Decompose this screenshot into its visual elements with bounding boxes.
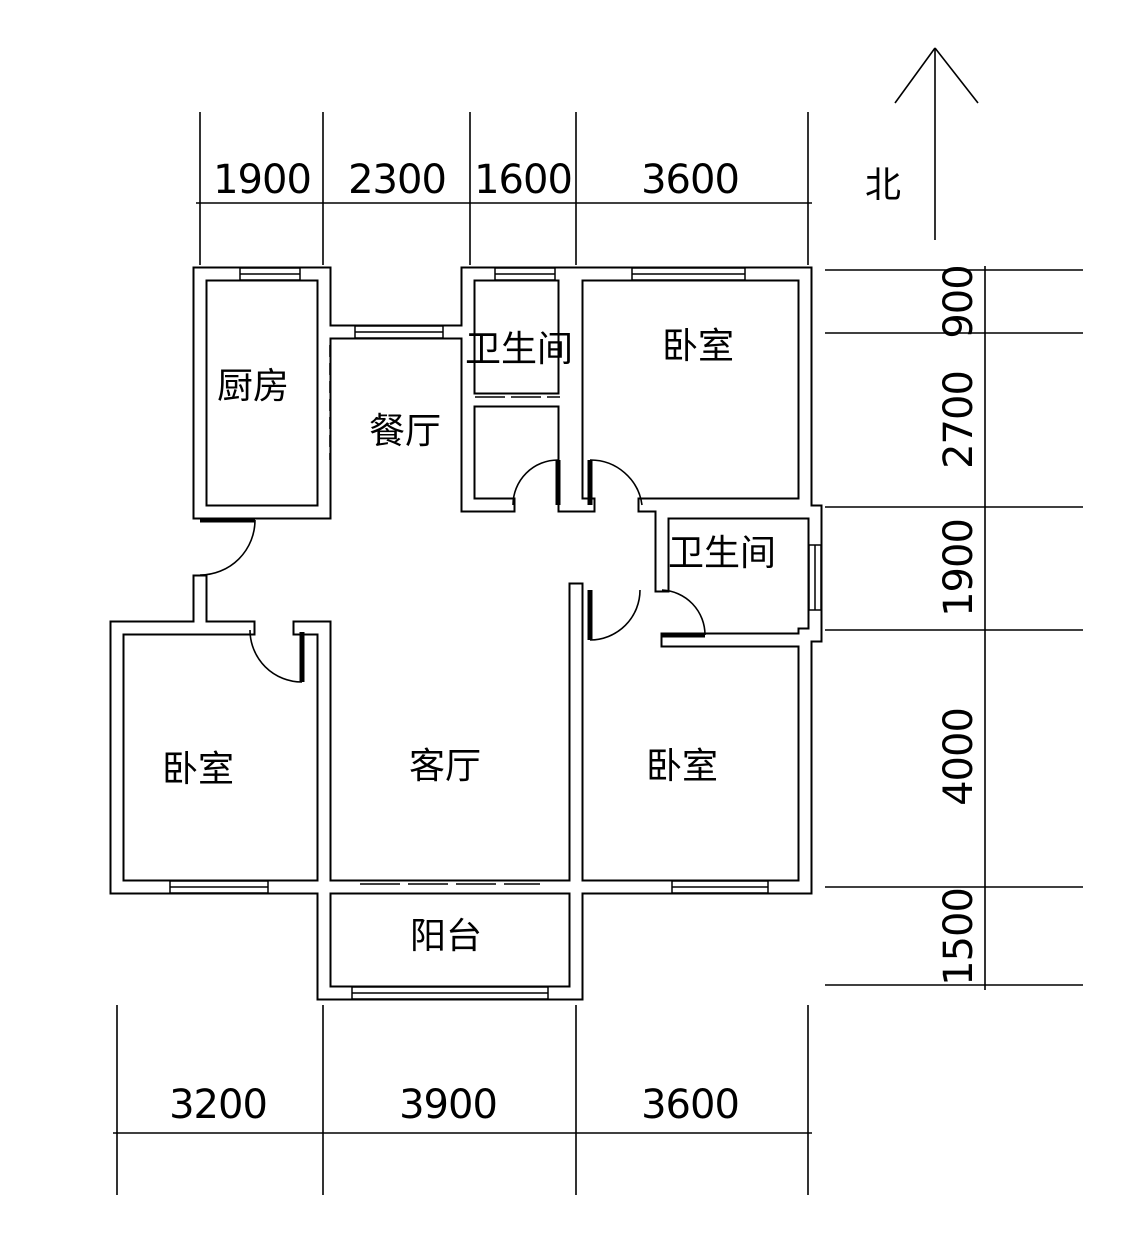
room-bathroom-north: 卫生间 <box>465 329 573 370</box>
north-label: 北 <box>865 165 901 206</box>
windows <box>169 267 822 1000</box>
room-bedroom-southeast: 卧室 <box>646 746 718 787</box>
bottom-dim-2: 3900 <box>399 1082 497 1128</box>
north-arrow-icon <box>894 47 979 240</box>
right-dim-5: 1500 <box>936 888 982 986</box>
walls <box>109 266 823 1001</box>
room-living: 客厅 <box>409 746 481 787</box>
room-balcony: 阳台 <box>410 916 482 957</box>
top-dim-3: 1600 <box>474 157 572 203</box>
right-dim-4: 4000 <box>936 708 982 806</box>
room-bedroom-west: 卧室 <box>162 749 234 790</box>
right-dim-3: 1900 <box>936 519 982 617</box>
top-dimension-lines <box>196 112 812 265</box>
room-dining: 餐厅 <box>369 411 441 452</box>
top-dim-1: 1900 <box>213 157 311 203</box>
right-dimension-lines <box>825 266 1083 990</box>
bottom-dimension-lines <box>113 1005 812 1195</box>
room-kitchen: 厨房 <box>217 366 289 407</box>
doors <box>199 345 706 885</box>
bottom-dim-1: 3200 <box>169 1082 267 1128</box>
right-dim-2: 2700 <box>936 371 982 469</box>
room-bedroom-northeast: 卧室 <box>662 326 734 367</box>
bottom-dim-3: 3600 <box>641 1082 739 1128</box>
room-bathroom-east: 卫生间 <box>668 533 776 574</box>
top-dim-4: 3600 <box>641 157 739 203</box>
top-dim-2: 2300 <box>348 157 446 203</box>
right-dim-1: 900 <box>936 265 982 338</box>
